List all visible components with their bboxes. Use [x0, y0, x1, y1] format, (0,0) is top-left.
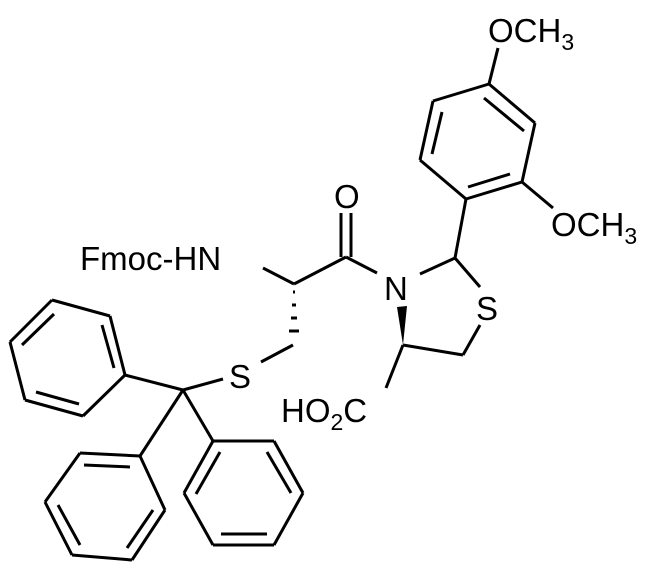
methoxy-label-ortho: OCH3 — [551, 206, 637, 249]
carboxylic-acid-label: HO2C — [281, 392, 367, 435]
dimethoxyphenyl-ring — [418, 47, 554, 259]
thioether-sulfur: S — [229, 358, 251, 395]
amide-carbonyl — [293, 213, 378, 286]
phenyl-ring-a — [8, 298, 127, 418]
methoxy-label-top: OCH3 — [488, 12, 574, 55]
alpha-carbon — [260, 266, 299, 364]
trityl-group — [124, 373, 224, 457]
fmoc-hn-label: Fmoc-HN — [80, 240, 221, 277]
thiazolidine-ring — [384, 256, 482, 389]
thiazolidine-sulfur: S — [476, 290, 498, 327]
stereo-wedge — [397, 306, 407, 345]
carbonyl-oxygen: O — [334, 178, 360, 215]
amide-nitrogen: N — [384, 270, 408, 307]
phenyl-ring-b — [43, 451, 167, 562]
phenyl-ring-c — [182, 439, 305, 547]
